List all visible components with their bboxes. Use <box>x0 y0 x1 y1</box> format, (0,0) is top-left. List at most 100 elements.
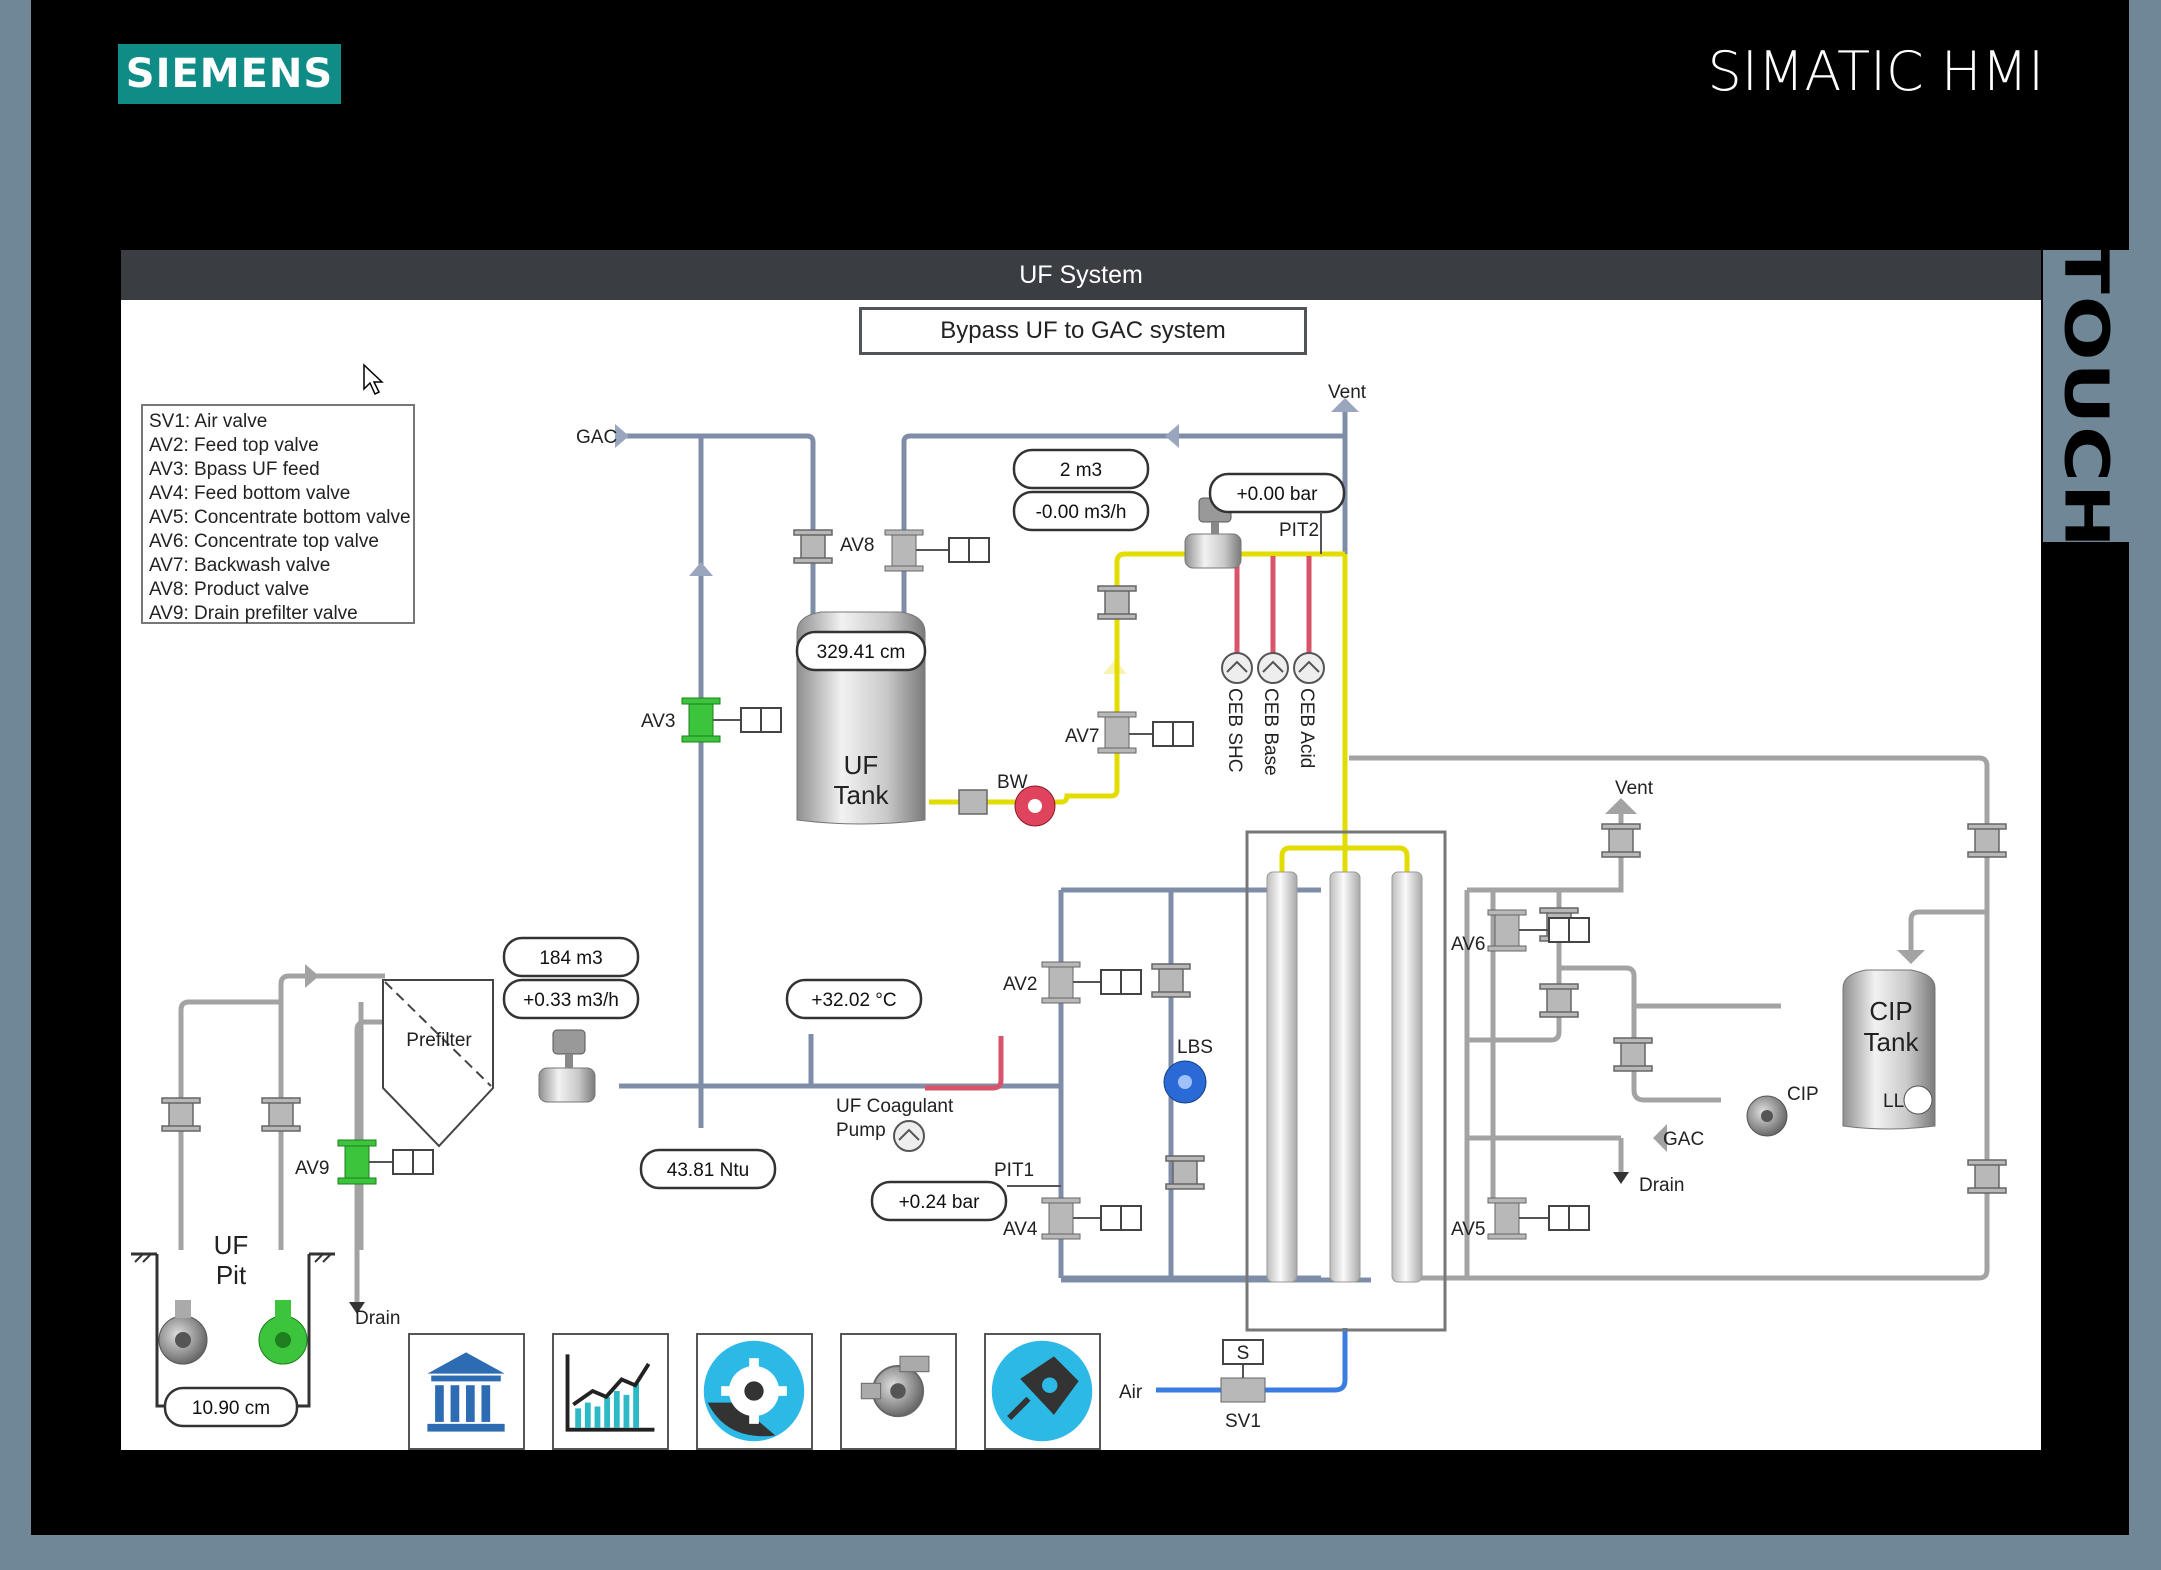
gac-top-label: GAC <box>576 427 617 448</box>
av8-label: AV8 <box>840 535 875 556</box>
cip-pump[interactable] <box>1746 1095 1788 1137</box>
ceb-acid-label: CEB Acid <box>1296 688 1317 768</box>
hmi-screen: UF System Bypass UF to GAC system SV1: A… <box>121 250 2041 1450</box>
pit1-label: PIT1 <box>994 1160 1034 1181</box>
av5-valve[interactable] <box>1487 1197 1590 1240</box>
ll-label: LL <box>1883 1091 1904 1112</box>
cip-tank: CIP Tank LL <box>1842 969 1936 1130</box>
legend-item-av4: AV4: Feed bottom valve <box>149 483 351 504</box>
uf-pit-pump-2[interactable] <box>258 1300 308 1365</box>
legend-item-av2: AV2: Feed top valve <box>149 435 319 456</box>
uf-pit-level-value: 10.90 cm <box>192 1398 270 1419</box>
uf-pit-pump-1[interactable] <box>158 1300 208 1365</box>
screen-title: UF System <box>121 250 2041 300</box>
backwash-pipes <box>929 551 1410 874</box>
av4-valve[interactable] <box>1041 1197 1142 1240</box>
sv1-s-label: S <box>1237 1343 1250 1364</box>
cip-pump-label: CIP <box>1787 1084 1819 1105</box>
feed-flow-value: +0.33 m3/h <box>523 990 619 1011</box>
coagulant-label-2: Pump <box>836 1120 886 1141</box>
ceb-pumps[interactable] <box>1221 652 1325 684</box>
pit1-pressure-value: +0.24 bar <box>899 1192 980 1213</box>
product-total-value: 2 m3 <box>1060 460 1102 481</box>
uf-pit-label-2: Pit <box>216 1260 247 1290</box>
av2-valve[interactable] <box>1041 961 1142 1004</box>
turbidity-value: 43.81 Ntu <box>667 1160 749 1181</box>
coagulant-pump[interactable] <box>893 1120 925 1152</box>
gac-right-label: GAC <box>1663 1129 1704 1150</box>
sv1-valve[interactable]: S <box>1220 1339 1266 1403</box>
valve-legend: SV1: Air valve AV2: Feed top valve AV3: … <box>141 404 415 624</box>
settings-gear-icon <box>703 1340 805 1442</box>
value-displays <box>163 448 1346 1428</box>
trend-button[interactable] <box>552 1333 669 1450</box>
bypass-mode-button[interactable]: Bypass UF to GAC system <box>859 307 1307 355</box>
uf-tank-label-2: Tank <box>834 780 890 810</box>
trend-chart-icon <box>565 1354 655 1432</box>
av9-valve[interactable] <box>337 1139 434 1185</box>
feed-flowmeter <box>538 1029 596 1103</box>
av6-valve[interactable] <box>1487 909 1590 952</box>
home-button[interactable] <box>408 1333 525 1450</box>
legend-item-av9: AV9: Drain prefilter valve <box>149 603 358 624</box>
feed-pipes <box>619 400 1371 1283</box>
pit2-pressure-value: +0.00 bar <box>1237 484 1318 505</box>
lbs-pump[interactable] <box>1163 1060 1207 1104</box>
maintenance-icon <box>991 1340 1093 1442</box>
av4-label: AV4 <box>1003 1219 1038 1240</box>
ceb-base-label: CEB Base <box>1260 688 1281 776</box>
flow-arrows <box>305 398 1925 1314</box>
legend-item-sv1: SV1: Air valve <box>149 411 268 432</box>
diagram-labels: GAC Vent Vent GAC Drain Drain Air SV1 PI… <box>295 382 1704 1432</box>
membrane-module <box>1245 830 1447 1332</box>
mouse-cursor-icon <box>363 363 384 396</box>
av5-label: AV5 <box>1451 1219 1486 1240</box>
feed-temp-value: +32.02 °C <box>811 990 896 1011</box>
vent-right-label: Vent <box>1615 778 1654 799</box>
prefilter-label: Prefilter <box>406 1030 472 1051</box>
av8-valve[interactable] <box>884 529 990 572</box>
maintenance-button[interactable] <box>984 1333 1101 1450</box>
vent-top-label: Vent <box>1328 382 1367 403</box>
touch-text: TOUCH <box>2050 242 2122 550</box>
legend-item-av6: AV6: Concentrate top valve <box>149 531 379 552</box>
uf-pit-label-1: UF <box>214 1230 249 1260</box>
av7-valve[interactable] <box>1097 711 1194 754</box>
av3-label: AV3 <box>641 711 676 732</box>
legend-item-av8: AV8: Product valve <box>149 579 310 600</box>
cip-tank-label-2: Tank <box>1864 1027 1920 1057</box>
drain-right-label: Drain <box>1639 1175 1684 1196</box>
legend-item-av3: AV3: Bpass UF feed <box>149 459 320 480</box>
air-pipe <box>1156 1328 1348 1393</box>
av3-valve[interactable] <box>681 697 782 743</box>
backwash-pump[interactable] <box>1014 785 1056 827</box>
simatic-hmi-label: SIMATIC HMI <box>1707 40 2044 103</box>
low-level-switch <box>1903 1085 1933 1115</box>
av6-label: AV6 <box>1451 934 1486 955</box>
pump-icon <box>860 1355 930 1418</box>
chemical-pipes <box>925 556 1312 1091</box>
av2-label: AV2 <box>1003 974 1038 995</box>
settings-button[interactable] <box>696 1333 813 1450</box>
pit2-label: PIT2 <box>1279 520 1319 541</box>
product-flow-value: -0.00 m3/h <box>1036 502 1127 523</box>
drain-left-label: Drain <box>355 1308 400 1329</box>
pump-button[interactable] <box>840 1333 957 1450</box>
legend-item-av7: AV7: Backwash valve <box>149 555 331 576</box>
legend-item-av5: AV5: Concentrate bottom valve <box>149 507 411 528</box>
ceb-shc-label: CEB SHC <box>1224 688 1245 772</box>
coagulant-label-1: UF Coagulant <box>836 1096 954 1117</box>
home-icon <box>427 1352 505 1432</box>
siemens-logo: SIEMENS <box>118 44 341 104</box>
sv1-label: SV1 <box>1225 1411 1261 1432</box>
process-diagram: UF Tank UF Pit Prefilter CIP Tank <box>131 382 2007 1432</box>
av9-label: AV9 <box>295 1158 330 1179</box>
manual-valves[interactable] <box>161 529 2007 1194</box>
grey-pipes <box>178 755 1990 1302</box>
air-label: Air <box>1119 1382 1143 1403</box>
lbs-label: LBS <box>1177 1037 1213 1058</box>
prefilter: Prefilter <box>382 979 494 1148</box>
uf-tank-level-value: 329.41 cm <box>817 642 906 663</box>
feed-total-value: 184 m3 <box>539 948 602 969</box>
av7-label: AV7 <box>1065 726 1100 747</box>
